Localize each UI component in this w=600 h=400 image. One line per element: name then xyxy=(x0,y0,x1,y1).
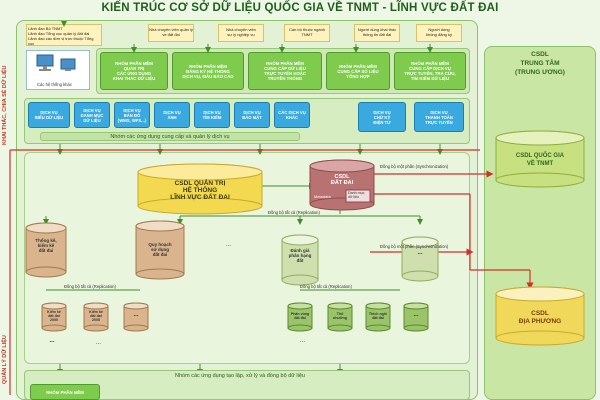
app-provide-data: NHÓM PHẦN MỀM CUNG CẤP DỮ LIỆU TRỰC TUYẾ… xyxy=(248,52,322,90)
bottom-group-label: Nhóm các ứng dụng tạo lập, xử lý và đồng… xyxy=(175,373,305,379)
cylinders xyxy=(25,130,585,346)
service-payment: DỊCH VỤ THANH TOÁN TRỰC TUYẾN xyxy=(414,102,464,132)
service-image: DỊCH VỤ ẢNH xyxy=(154,102,190,128)
bottom-app: NHÓM PHẦN MỀM xyxy=(30,384,100,400)
small-db-suitability: Thích nghi đất đai xyxy=(368,312,388,320)
app-statistics: NHÓM PHẦN MỀM CUNG CẤP SỐ LIỆU TỔNG HỢP xyxy=(326,52,390,90)
small-db-2000: Kiểm kê đất đai 2000 xyxy=(47,310,61,322)
user-anonymous: Người dùng không đăng ký xyxy=(416,24,462,42)
national-db-label: CSDL QUỐC GIA VỀ TNMT xyxy=(515,153,565,167)
sync-top-label: Đồng bộ một phần (Synchronization) xyxy=(380,164,449,169)
central-panel-title: CSDL TRUNG TÂM (TRUNG ƯƠNG) xyxy=(515,51,565,76)
service-catalog: DỊCH VỤ DANH MỤC DỮ LIỆU xyxy=(74,102,110,128)
ellipsis-3: ... xyxy=(300,338,306,344)
computer-icon xyxy=(36,54,76,71)
sync-mid-label: Đồng bộ một phần (Synchronization) xyxy=(380,244,449,249)
service-security: DỊCH VỤ BẢO MẬT xyxy=(234,102,270,128)
eval-db-label: Đánh giá phân hạng đất xyxy=(288,248,312,263)
service-e-signature: DỊCH VỤ CHỮ KÝ ĐIỆN TỬ xyxy=(358,102,406,132)
admin-db-label: CSDL QUẢN TRỊ HỆ THỐNG LĨNH VỰC ĐẤT ĐAI xyxy=(170,180,230,201)
other-systems-box: Các hệ thống khác xyxy=(26,50,90,90)
user-tnmt-staff: Cán bộ thuộc ngành TNMT xyxy=(284,24,330,42)
metadata-label: Metadata xyxy=(314,194,331,199)
service-group-label: Nhóm các ứng dụng cung cấp và quản lý dị… xyxy=(40,132,300,141)
ellipsis-1: ... xyxy=(96,340,102,346)
user-registered: Người dùng khai thác thông tin đất đai xyxy=(354,24,400,42)
local-db-label: CSDL ĐỊA PHƯƠNG xyxy=(518,310,562,325)
replication-main-label: Đồng bộ tất cả (Replication) xyxy=(268,210,320,215)
service-search: DỊCH VỤ TÌM KIẾM xyxy=(194,102,230,128)
small-db-more-2: ... xyxy=(49,338,55,344)
plan-db-label: Quy hoạch sử dụng đất đai xyxy=(148,242,172,257)
small-db-more-1: ... xyxy=(133,312,139,318)
other-systems-label: Các hệ thống khác xyxy=(37,82,72,87)
page-title: KIẾN TRÚC CƠ SỞ DỮ LIỆU QUỐC GIA VỀ TNMT… xyxy=(101,2,499,14)
stat-db-label: Thống kê, kiểm kê đất đai xyxy=(35,238,57,253)
app-admin: NHÓM PHẦN MỀM QUẢN TRỊ CÁC ỨNG DỤNG KHAI… xyxy=(100,52,168,90)
main-db-label: CSDL ĐẤT ĐAI xyxy=(330,174,354,186)
user-manager: Nhà chuyên viên quản lý về đất đai xyxy=(148,24,194,42)
user-specialist: Nhà chuyên viên sự lý nghiệp vụ xyxy=(218,24,264,42)
service-map: DỊCH VỤ BẢN ĐỒ (WMS, WFS...) xyxy=(114,102,150,128)
catalog-label: Danh mục dữ liệu xyxy=(348,191,365,199)
ellipsis-2: ... xyxy=(226,242,232,248)
right-db-more: ... xyxy=(417,250,423,256)
app-register: NHÓM PHẦN MỀM ĐĂNG KÝ HỆ THỐNG DỊCH VỤ, … xyxy=(172,52,244,90)
service-metadata: DỊCH VỤ BIỂU DỮ LIỆU xyxy=(28,102,70,128)
small-db-2005: Kiểm kê đất đai 2005 xyxy=(89,310,103,322)
service-other: CÁC DỊCH VỤ KHÁC xyxy=(274,102,310,128)
small-db-soil: Thổ nhưỡng xyxy=(333,312,347,320)
app-online-services: NHÓM PHẦN MỀM CUNG CẤP DỊCH VỤ TRỰC TUYẾ… xyxy=(394,52,466,90)
replication-right-label: Đồng bộ tất cả (Replication) xyxy=(300,284,352,289)
replication-left-label: Đồng bộ tất cả (Replication) xyxy=(64,284,116,289)
small-db-more-3: ... xyxy=(413,312,419,318)
small-db-zoning: Phân vùng đất đai xyxy=(290,312,310,320)
